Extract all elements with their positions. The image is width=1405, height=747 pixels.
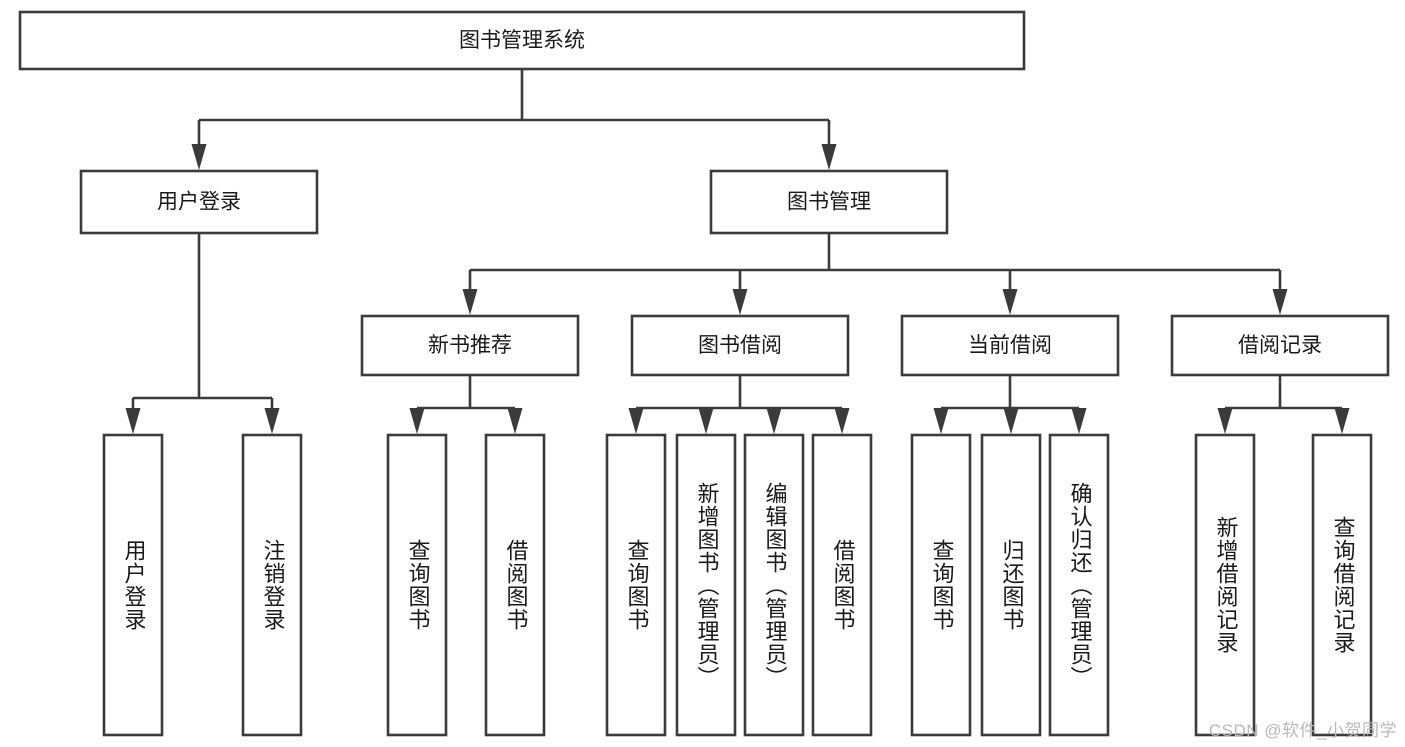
node-box-current-borrow[interactable]: [900, 314, 1120, 377]
node-box-leaf-borrow-book-rec[interactable]: [484, 433, 546, 737]
node-label-current-borrow: 当前借阅: [968, 334, 1052, 357]
arrow-head-icon: [766, 408, 782, 434]
node-box-user-login[interactable]: [79, 169, 319, 235]
node-label-new-book-recommend: 新书推荐: [428, 334, 512, 357]
connector-borrowrecord-to-leaves: [1217, 375, 1350, 434]
node-box-root[interactable]: [18, 10, 1026, 71]
node-box-leaf-query-borrow-record[interactable]: [1311, 433, 1373, 737]
connector-bookmgmt-to-level3: [462, 233, 1288, 315]
watermark-text: CSDN @软件_小贺同学: [1208, 721, 1397, 740]
node-label-user-login: 用户登录: [157, 191, 241, 214]
connector-currentborrow-to-leaves: [933, 375, 1087, 434]
arrow-head-icon: [191, 144, 207, 170]
node-box-leaf-user-login[interactable]: [102, 433, 164, 737]
node-label-root: 图书管理系统: [459, 29, 585, 52]
arrow-head-icon: [628, 408, 644, 434]
node-box-leaf-query-book-current[interactable]: [910, 433, 972, 737]
connectors-layer: [125, 69, 1350, 434]
arrow-head-icon: [1003, 408, 1019, 434]
arrow-head-icon: [264, 408, 280, 434]
node-box-leaf-return-book[interactable]: [980, 433, 1042, 737]
node-label-borrow-record: 借阅记录: [1238, 334, 1322, 357]
node-box-borrow-record[interactable]: [1170, 314, 1390, 377]
connector-root-to-level2: [191, 69, 837, 170]
arrow-head-icon: [698, 408, 714, 434]
arrow-head-icon: [1071, 408, 1087, 434]
arrow-head-icon: [1334, 408, 1350, 434]
arrow-head-icon: [834, 408, 850, 434]
node-box-leaf-borrow-book[interactable]: [811, 433, 873, 737]
arrow-head-icon: [1002, 289, 1018, 315]
arrow-head-icon: [1272, 289, 1288, 315]
arrow-head-icon: [125, 408, 141, 434]
arrow-head-icon: [1217, 408, 1233, 434]
arrow-head-icon: [507, 408, 523, 434]
node-box-new-book-recommend[interactable]: [360, 314, 580, 377]
arrow-head-icon: [732, 289, 748, 315]
node-box-leaf-logout[interactable]: [241, 433, 303, 737]
node-box-leaf-edit-book-admin[interactable]: [743, 433, 805, 737]
connector-bookborrow-to-leaves: [628, 375, 850, 434]
arrow-head-icon: [933, 408, 949, 434]
connector-userlogin-to-leaves: [125, 233, 280, 434]
arrow-head-icon: [409, 408, 425, 434]
node-box-leaf-confirm-return-admin[interactable]: [1048, 433, 1110, 737]
connector-newbook-to-leaves: [409, 375, 523, 434]
node-boxes-layer: [18, 10, 1390, 737]
node-label-book-borrow: 图书借阅: [698, 334, 782, 357]
node-box-leaf-add-borrow-record[interactable]: [1194, 433, 1256, 737]
node-box-leaf-query-book-rec[interactable]: [386, 433, 448, 737]
arrow-head-icon: [821, 144, 837, 170]
node-box-book-management[interactable]: [709, 169, 949, 235]
node-label-book-management: 图书管理: [787, 191, 871, 214]
arrow-head-icon: [462, 289, 478, 315]
node-box-leaf-add-book-admin[interactable]: [675, 433, 737, 737]
node-box-book-borrow[interactable]: [630, 314, 850, 377]
node-box-leaf-query-book-borrow[interactable]: [605, 433, 667, 737]
